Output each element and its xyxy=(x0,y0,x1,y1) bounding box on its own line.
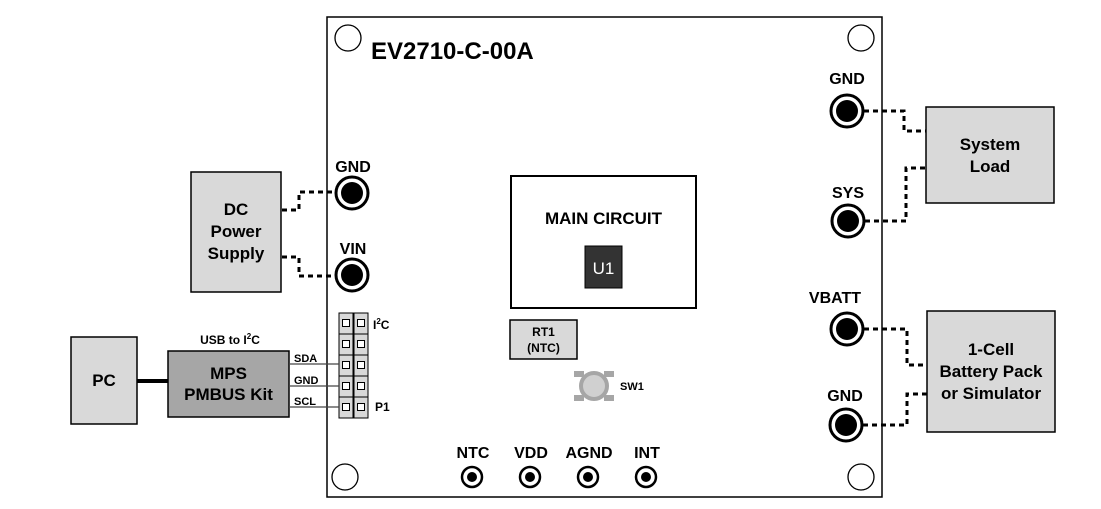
pmbus-kit-box xyxy=(167,350,290,418)
terminal-bottom-vdd[interactable]: VDD xyxy=(514,445,548,489)
wire-dc-vin xyxy=(282,255,336,278)
header-pin[interactable] xyxy=(342,361,350,369)
terminal-left-gnd[interactable]: GND xyxy=(334,159,371,211)
terminal-post-icon xyxy=(525,472,535,482)
thermistor-label-line1: RT1 xyxy=(532,325,555,339)
terminal-label: GND xyxy=(335,159,371,176)
mounting-hole-bottom-right xyxy=(847,463,875,491)
pmbus-kit-label-line1: MPS xyxy=(210,364,247,383)
terminal-label: VIN xyxy=(340,241,367,258)
terminal-label: NTC xyxy=(457,445,490,462)
header-pin[interactable] xyxy=(357,340,365,348)
wire-battery-vbatt xyxy=(864,327,927,367)
thermistor-rt1: RT1 (NTC) xyxy=(509,319,578,360)
terminal-label: GND xyxy=(829,71,865,88)
terminal-post-icon xyxy=(837,210,859,232)
header-bus-label: I2C xyxy=(373,317,390,332)
battery-box xyxy=(926,310,1056,433)
pmbus-kit-label-line2: PMBUS Kit xyxy=(184,385,273,404)
header-p1 xyxy=(338,312,369,419)
switch-pin xyxy=(574,395,584,401)
terminal-left-vin[interactable]: VIN xyxy=(334,241,370,293)
dc-supply-label-line1: DC xyxy=(224,200,249,219)
dc-supply-label-line3: Supply xyxy=(208,244,265,263)
mounting-hole-top-right xyxy=(847,24,875,52)
pmbus-kit: USB to I2C MPS PMBUS Kit xyxy=(167,332,290,418)
ic-u1 xyxy=(584,245,623,289)
terminal-right-gnd-bottom[interactable]: GND xyxy=(827,388,864,443)
terminal-right-vbatt[interactable]: VBATT xyxy=(809,290,865,347)
terminal-right-sys[interactable]: SYS xyxy=(830,185,866,239)
board-title: EV2710-C-00A xyxy=(371,38,534,65)
terminal-label: VDD xyxy=(514,445,548,462)
signal-scl-label: SCL xyxy=(294,396,316,408)
wire-load-gnd xyxy=(864,109,926,133)
dc-supply-label-line2: Power xyxy=(210,222,261,241)
system-load-label-line1: System xyxy=(960,135,1020,154)
wire-load-sys xyxy=(865,166,926,223)
dc-power-supply: DC Power Supply xyxy=(190,171,282,293)
ic-u1-label: U1 xyxy=(593,259,615,278)
terminal-label: AGND xyxy=(565,445,612,462)
terminal-post-icon xyxy=(341,182,363,204)
thermistor-box xyxy=(509,319,578,360)
main-circuit-label: MAIN CIRCUIT xyxy=(545,209,663,228)
thermistor-label-line2: (NTC) xyxy=(527,341,560,355)
terminal-bottom-ntc[interactable]: NTC xyxy=(457,445,490,489)
switch-pin xyxy=(574,371,584,377)
signal-sda-label: SDA xyxy=(294,353,317,365)
terminal-post-icon xyxy=(835,414,857,436)
battery-label-line1: 1-Cell xyxy=(968,340,1014,359)
terminal-label: INT xyxy=(634,445,660,462)
header-pin[interactable] xyxy=(342,403,350,411)
switch-label: SW1 xyxy=(620,381,644,393)
battery-label-line3: or Simulator xyxy=(941,384,1042,403)
terminal-bottom-int[interactable]: INT xyxy=(634,445,660,489)
switch-button-icon[interactable] xyxy=(579,371,609,401)
terminal-label: GND xyxy=(827,388,863,405)
header-pin[interactable] xyxy=(357,361,365,369)
switch-pin xyxy=(604,395,614,401)
header-pin[interactable] xyxy=(342,382,350,390)
header-pin[interactable] xyxy=(342,319,350,327)
mounting-hole-top-left xyxy=(334,24,362,52)
terminal-post-icon xyxy=(583,472,593,482)
pc-label: PC xyxy=(92,371,116,390)
system-load-box xyxy=(925,106,1055,204)
switch-sw1[interactable]: SW1 xyxy=(574,371,644,401)
terminal-bottom-agnd[interactable]: AGND xyxy=(565,445,613,489)
i2c-wires: SDA GND SCL xyxy=(289,353,339,408)
terminal-post-icon xyxy=(836,318,858,340)
pc: PC xyxy=(70,336,138,425)
header-pin[interactable] xyxy=(357,382,365,390)
terminal-label: SYS xyxy=(832,185,864,202)
battery-label-line2: Battery Pack xyxy=(939,362,1043,381)
wire-battery-gnd xyxy=(863,392,927,427)
system-load: System Load xyxy=(925,106,1055,204)
header-pin[interactable] xyxy=(342,340,350,348)
terminal-post-icon xyxy=(641,472,651,482)
terminal-right-gnd-top[interactable]: GND xyxy=(829,71,865,129)
terminal-post-icon xyxy=(341,264,363,286)
signal-gnd-label: GND xyxy=(294,375,319,387)
switch-pin xyxy=(604,371,614,377)
usb-to-i2c-label: USB to I2C xyxy=(200,332,260,347)
terminal-label: VBATT xyxy=(809,290,861,307)
header-pin[interactable] xyxy=(357,319,365,327)
header-pin[interactable] xyxy=(357,403,365,411)
evaluation-board: EV2710-C-00A xyxy=(326,16,883,498)
dc-power-supply-box xyxy=(190,171,282,293)
main-circuit: MAIN CIRCUIT U1 xyxy=(510,175,697,309)
system-load-label-line2: Load xyxy=(970,157,1011,176)
battery-pack: 1-Cell Battery Pack or Simulator xyxy=(926,310,1056,433)
header-name: P1 xyxy=(375,400,390,414)
terminal-post-icon xyxy=(467,472,477,482)
terminal-post-icon xyxy=(836,100,858,122)
mounting-hole-bottom-left xyxy=(331,463,359,491)
